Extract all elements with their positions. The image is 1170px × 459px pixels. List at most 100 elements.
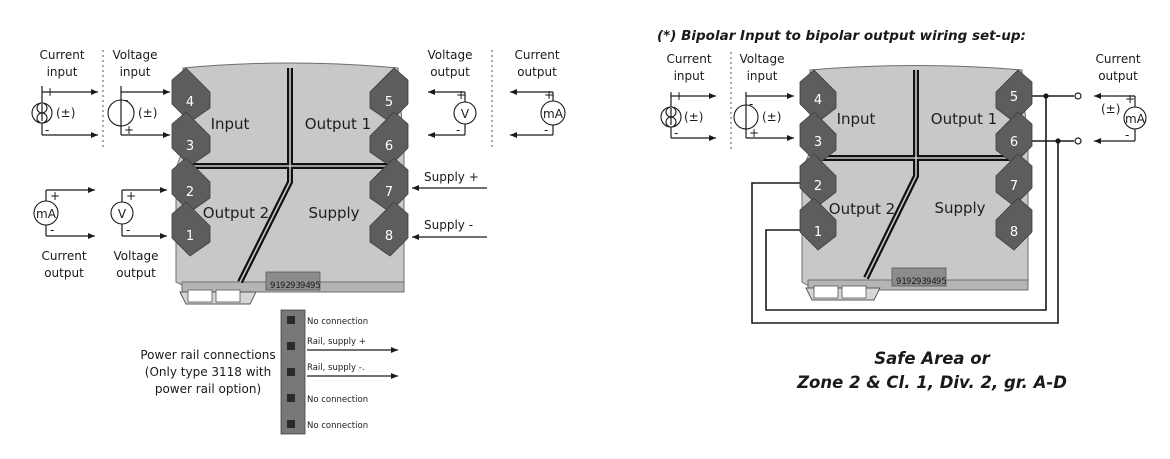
terminal-number: 2 — [814, 179, 822, 194]
current-input-label-1: Current — [666, 52, 711, 66]
terminal-block: 2 — [799, 153, 837, 207]
module-output2-label: Output 2 — [203, 204, 269, 222]
power-rail-caption-1: Power rail connections — [140, 348, 275, 362]
terminal-block: 1 — [171, 201, 211, 257]
minus-sign: - — [45, 123, 49, 137]
plus-sign: + — [50, 189, 60, 203]
pin-number: 91 — [270, 281, 281, 291]
terminal-number: 1 — [186, 229, 194, 244]
voltage-source-icon: (±) - + — [107, 86, 170, 138]
plus-sign: + — [1125, 92, 1135, 106]
minus-sign: - — [456, 123, 460, 137]
power-rail-caption-2: (Only type 3118 with — [145, 365, 271, 379]
device-body: 91 92 93 94 95 — [801, 65, 1029, 301]
bipolar-setup-title: (*) Bipolar Input to bipolar output wiri… — [657, 28, 1026, 44]
current-output-label-2: output — [517, 65, 557, 79]
minus-sign: - — [1125, 128, 1129, 142]
terminal-number: 6 — [385, 139, 393, 154]
pin-number: 92 — [906, 277, 917, 287]
terminal-number: 1 — [814, 225, 822, 240]
terminal-number: 2 — [186, 185, 194, 200]
module-input-label: Input — [211, 115, 250, 133]
voltage-output-label-2: output — [116, 266, 156, 280]
bipolar-label: (±) — [762, 110, 781, 124]
terminal-number: 7 — [1010, 179, 1018, 194]
pin-number: 91 — [896, 277, 907, 287]
bipolar-label: (±) — [1101, 102, 1120, 116]
module-supply-label: Supply — [934, 199, 985, 217]
power-rail-connector — [265, 271, 321, 291]
power-rail-caption-3: power rail option) — [155, 382, 261, 396]
plus-sign: + — [124, 123, 134, 137]
power-rail-strip — [280, 309, 306, 435]
module-output2-label: Output 2 — [829, 200, 895, 218]
supply-minus-label: Supply - — [424, 218, 473, 232]
voltage-output-label-2: output — [430, 65, 470, 79]
pin-number: 92 — [280, 281, 291, 291]
terminal-block: 3 — [171, 111, 211, 167]
module-output1-label: Output 1 — [305, 115, 371, 133]
terminal-number: 8 — [1010, 225, 1018, 240]
rail-pin-label: No connection — [307, 421, 368, 431]
current-source-icon: (±) + - — [660, 89, 716, 141]
meter-label: mA — [543, 107, 564, 121]
module-supply-label: Supply — [308, 204, 359, 222]
terminal-block: 8 — [369, 201, 409, 257]
pin-number: 93 — [916, 277, 927, 287]
supply-plus-label: Supply + — [424, 170, 479, 184]
current-output-label-2: output — [44, 266, 84, 280]
ammeter-icon: mA + - — [510, 88, 566, 138]
meter-label: V — [461, 107, 470, 121]
voltmeter-icon: V + - — [110, 187, 167, 239]
terminal-block: 2 — [171, 157, 211, 213]
terminal-block: 8 — [995, 197, 1033, 251]
voltage-output-label-1: Voltage — [427, 48, 472, 62]
terminal-block: 4 — [171, 67, 211, 123]
terminal-block: 1 — [799, 197, 837, 251]
terminal-block: 3 — [799, 111, 837, 165]
module-input-label: Input — [837, 110, 876, 128]
voltmeter-icon: V + - — [428, 88, 477, 138]
voltage-source-icon: (±) - + — [733, 92, 794, 141]
rail-pin-label: Rail, supply -. — [307, 363, 365, 373]
minus-sign: - — [126, 223, 130, 237]
terminal-block: 7 — [369, 157, 409, 213]
voltage-output-label-1: Voltage — [113, 249, 158, 263]
terminal-block: 4 — [799, 69, 837, 123]
terminal-block: 6 — [995, 111, 1033, 165]
terminal-number: 4 — [814, 93, 822, 108]
zone-classification-label: Zone 2 & Cl. 1, Div. 2, gr. A-D — [796, 373, 1067, 392]
meter-label: mA — [36, 207, 57, 221]
pin-number: 93 — [290, 281, 301, 291]
terminal-number: 3 — [814, 135, 822, 150]
voltage-input-label-2: input — [120, 65, 151, 79]
current-output-label-2: output — [1098, 69, 1138, 83]
minus-sign: - — [544, 123, 548, 137]
safe-area-label: Safe Area or — [874, 349, 990, 368]
plus-sign: + — [456, 88, 466, 102]
bipolar-wiring — [751, 92, 1082, 324]
bipolar-label: (±) — [684, 110, 703, 124]
terminal-block: 6 — [369, 111, 409, 167]
terminal-block: 7 — [995, 153, 1033, 207]
current-input-label-2: input — [674, 69, 705, 83]
pin-number: 94 — [926, 277, 937, 287]
plus-sign: + — [126, 189, 136, 203]
minus-sign: - — [50, 223, 54, 237]
minus-sign: - — [124, 93, 128, 107]
current-input-label-2: input — [47, 65, 78, 79]
current-output-label-1: Current — [41, 249, 86, 263]
voltage-input-label-1: Voltage — [112, 48, 157, 62]
terminal-number: 5 — [1010, 90, 1018, 105]
terminal-number: 8 — [385, 229, 393, 244]
plus-sign: + — [45, 85, 55, 99]
current-output-label-1: Current — [1095, 52, 1140, 66]
bipolar-label: (±) — [56, 106, 75, 120]
plus-sign: + — [749, 126, 759, 140]
rail-pin-label: Rail, supply + — [307, 337, 366, 347]
rail-pin-label: No connection — [307, 395, 368, 405]
terminal-number: 3 — [186, 139, 194, 154]
power-rail-connector — [891, 267, 947, 287]
